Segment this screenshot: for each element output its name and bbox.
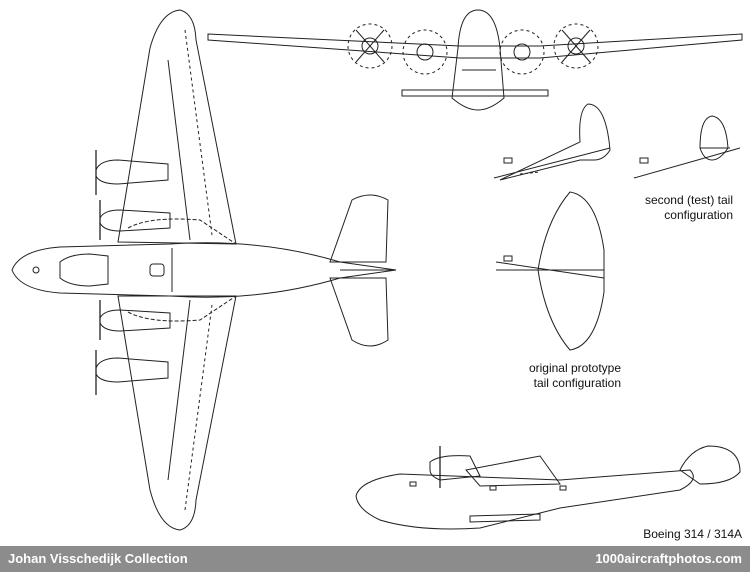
- original-tail-caption-line-1: original prototype: [528, 361, 621, 375]
- model-caption: Boeing 314 / 314A: [643, 527, 742, 541]
- top-view-engine: [100, 210, 170, 231]
- front-view-prop-disc: [348, 24, 392, 68]
- side-view-wing: [466, 456, 560, 486]
- original-tail-caption: original prototype tail configuration: [529, 361, 621, 391]
- second-tail-front-view: [634, 116, 740, 178]
- front-view-hull: [452, 10, 504, 110]
- front-view-prop-disc: [500, 30, 544, 74]
- side-view: [356, 446, 740, 529]
- front-view-prop-disc: [554, 24, 598, 68]
- second-tail-side-view: [494, 104, 610, 180]
- side-view-fin: [680, 446, 740, 484]
- collection-credit: Johan Visschedijk Collection: [8, 551, 188, 566]
- top-view-upper-wing: [118, 10, 236, 244]
- original-tail-view: [496, 192, 604, 350]
- top-view-horizontal-tail: [330, 195, 388, 262]
- side-view-hull: [356, 470, 693, 529]
- top-view-lower-wing: [118, 296, 236, 530]
- front-view-prop-disc: [403, 30, 447, 74]
- site-credit: 1000aircraftphotos.com: [595, 551, 742, 566]
- second-tail-caption-line-2: configuration: [664, 208, 733, 222]
- top-view-engine: [100, 310, 170, 331]
- second-tail-caption-line-1: second (test) tail: [644, 193, 733, 207]
- top-view: [12, 10, 396, 530]
- top-view-fuselage: [12, 243, 396, 297]
- second-tail-caption: second (test) tail configuration: [645, 193, 733, 223]
- top-view-engine: [96, 358, 168, 382]
- top-view-engine: [96, 160, 168, 184]
- footer-bar: Johan Visschedijk Collection 1000aircraf…: [0, 546, 750, 572]
- boeing-314-three-view-drawing: [0, 0, 750, 546]
- front-view: [208, 10, 742, 110]
- front-view-wing: [208, 34, 742, 58]
- original-tail-caption-line-2: tail configuration: [533, 376, 621, 390]
